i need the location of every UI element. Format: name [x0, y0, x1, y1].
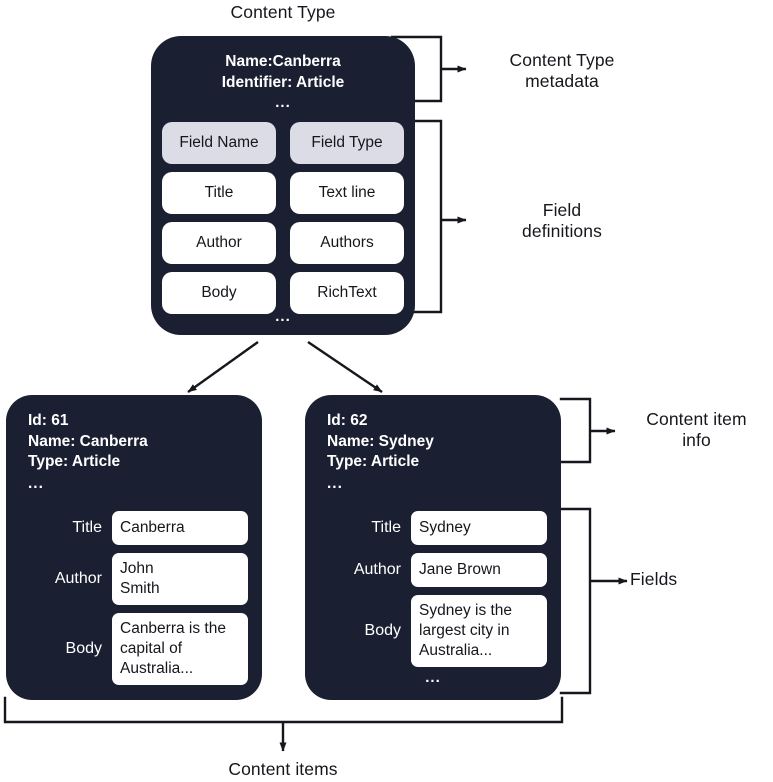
column-header-field-name: Field Name — [162, 122, 276, 164]
content-item-card-62: Id: 62 Name: Sydney Type: Article ... Ti… — [305, 395, 561, 700]
content-type-identifier: Identifier: Article — [221, 73, 345, 91]
list-item: Body Canberra is the capital of Australi… — [20, 613, 248, 685]
field-name-cell: Author — [162, 222, 276, 264]
field-value: Canberra is the capital of Australia... — [112, 613, 248, 685]
content-item-id: Id: 61 — [28, 412, 69, 429]
content-item-info-61: Id: 61 Name: Canberra Type: Article ... — [28, 411, 148, 494]
content-type-name: Name:Canberra — [225, 53, 341, 70]
table-row: Title Text line — [162, 172, 404, 214]
field-label: Author — [54, 570, 102, 587]
list-item: Author John Smith — [20, 553, 248, 605]
field-value: Canberra — [112, 511, 248, 545]
content-type-ellipsis: ... — [275, 94, 291, 111]
field-label: Body — [65, 640, 102, 657]
content-item-info-ellipsis: ... — [28, 474, 44, 492]
field-value: Sydney — [411, 511, 547, 545]
arrow-to-item-62 — [307, 341, 383, 393]
content-item-name: Name: Sydney — [327, 432, 434, 450]
annotation-fields: Fields — [630, 569, 678, 589]
content-item-type: Type: Article — [28, 453, 121, 470]
content-item-card-61: Id: 61 Name: Canberra Type: Article ... … — [6, 395, 262, 700]
list-item: Body Sydney is the largest city in Austr… — [319, 595, 547, 667]
content-type-metadata: Name:Canberra Identifier: Article — [151, 52, 415, 93]
bracket-fields — [559, 507, 592, 695]
annotation-field-definitions: Field definitions — [522, 200, 602, 241]
content-item-info-62: Id: 62 Name: Sydney Type: Article ... — [327, 411, 434, 494]
content-item-ellipsis: ... — [126, 669, 142, 686]
field-value: John Smith — [112, 553, 248, 605]
field-definitions-header-row: Field Name Field Type — [162, 122, 404, 164]
page-title: Content Type — [230, 2, 336, 22]
field-definitions-table: Field Name Field Type Title Text line Au… — [162, 122, 404, 322]
arrow-to-item-61 — [187, 341, 259, 393]
content-item-fields-62: Title Sydney Author Jane Brown Body Sydn… — [319, 511, 547, 675]
field-value: Jane Brown — [411, 553, 547, 587]
content-item-id: Id: 62 — [327, 412, 368, 429]
field-label: Title — [371, 519, 401, 536]
field-value: Sydney is the largest city in Australia.… — [411, 595, 547, 667]
annotation-content-type-metadata: Content Type metadata — [509, 50, 615, 91]
field-type-cell: RichText — [290, 272, 404, 314]
field-name-cell: Title — [162, 172, 276, 214]
field-label: Title — [72, 519, 102, 536]
field-label: Author — [353, 561, 401, 578]
content-item-fields-61: Title Canberra Author John Smith Body Ca… — [20, 511, 248, 693]
annotation-content-items: Content items — [228, 759, 338, 779]
field-label: Body — [364, 622, 401, 639]
content-item-type: Type: Article — [327, 453, 420, 470]
field-type-cell: Authors — [290, 222, 404, 264]
table-row: Body RichText — [162, 272, 404, 314]
bracket-content-item-info — [559, 397, 592, 464]
content-item-name: Name: Canberra — [28, 432, 148, 450]
bracket-content-items — [3, 696, 564, 724]
annotation-content-item-info: Content item info — [646, 409, 747, 450]
field-type-cell: Text line — [290, 172, 404, 214]
field-definitions-ellipsis: ... — [275, 308, 291, 325]
field-name-cell: Body — [162, 272, 276, 314]
column-header-field-type: Field Type — [290, 122, 404, 164]
content-type-card: Name:Canberra Identifier: Article ... Fi… — [151, 36, 415, 335]
list-item: Title Canberra — [20, 511, 248, 545]
content-item-info-ellipsis: ... — [327, 474, 343, 492]
content-item-ellipsis: ... — [425, 669, 441, 686]
list-item: Title Sydney — [319, 511, 547, 545]
list-item: Author Jane Brown — [319, 553, 547, 587]
table-row: Author Authors — [162, 222, 404, 264]
